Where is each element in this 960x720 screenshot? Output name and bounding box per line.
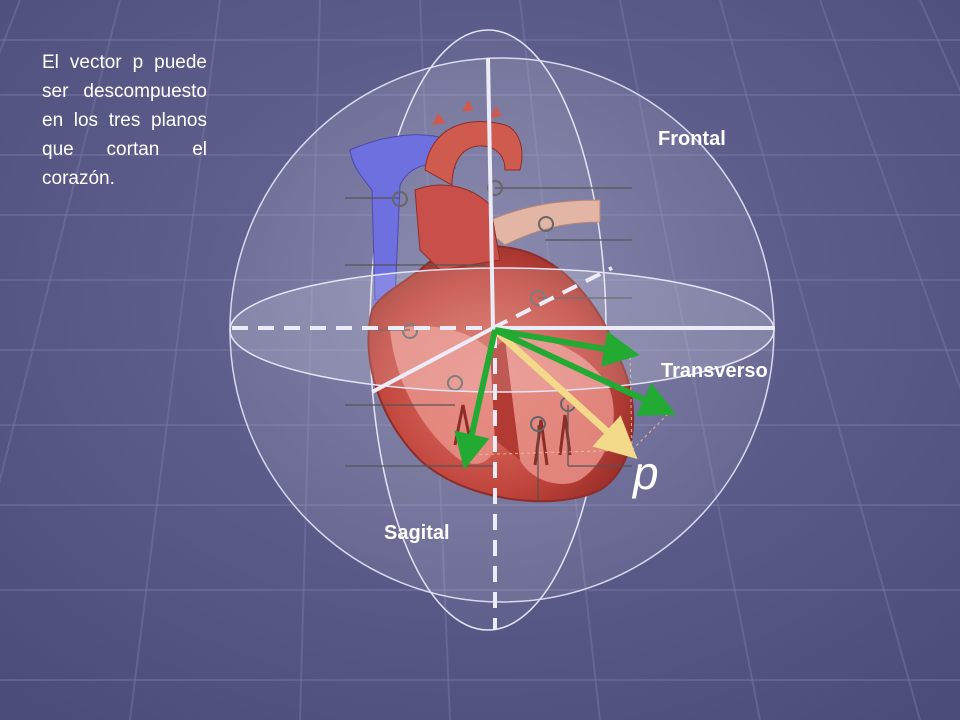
component-arrow-transverse	[493, 327, 677, 416]
vector-p-label: p	[633, 447, 659, 499]
transverso-label: Transverso	[661, 360, 768, 382]
vector-p-arrow	[492, 327, 638, 460]
sagital-label: Sagital	[384, 522, 450, 544]
heart-illustration	[345, 100, 635, 503]
component-arrow-sagittal	[454, 329, 498, 470]
component-arrow-frontal	[494, 327, 640, 367]
frontal-label: Frontal	[658, 128, 726, 150]
axes	[232, 57, 775, 630]
caption-text: El vector p puede ser descompuesto en lo…	[42, 52, 207, 189]
